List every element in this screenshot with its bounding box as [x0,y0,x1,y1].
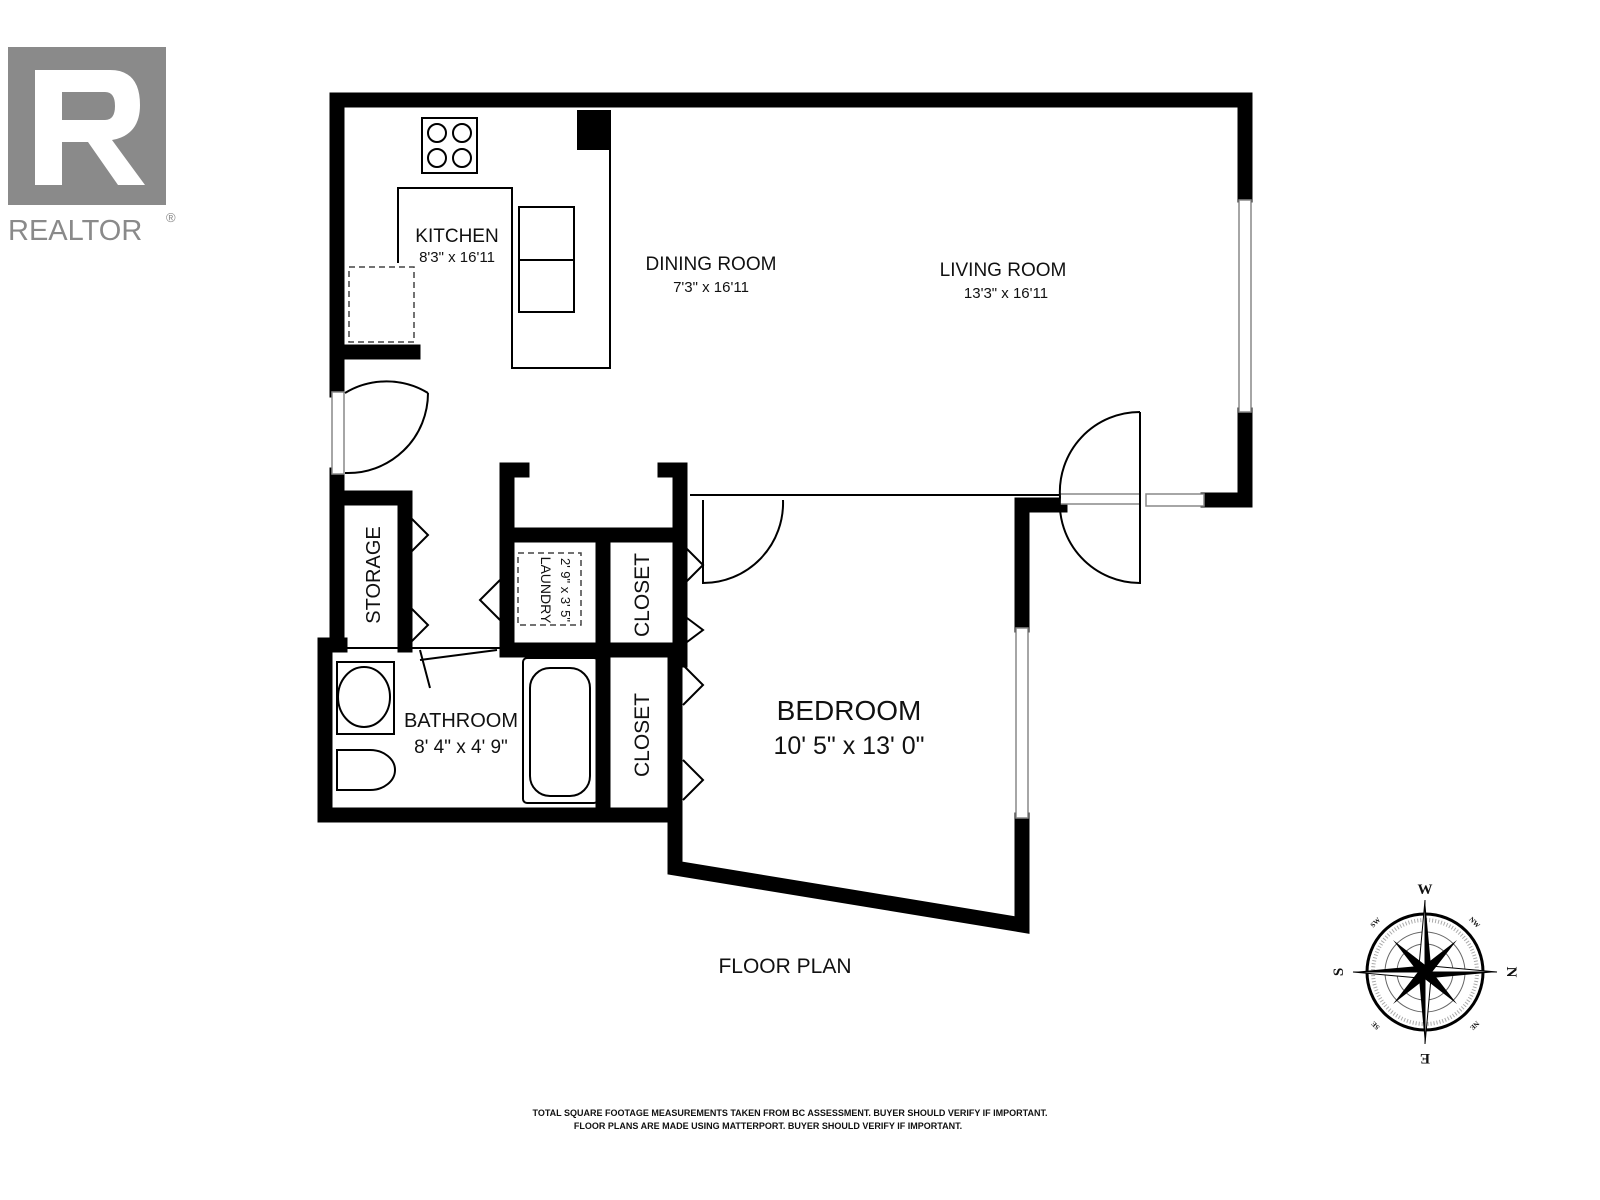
compass-nw: SW [1369,916,1382,929]
footer-note-2: FLOOR PLANS ARE MADE USING MATTERPORT. B… [574,1121,962,1131]
windows [331,199,1252,819]
dining-size: 7'3" x 16'11 [673,279,749,296]
doors[interactable] [344,380,1141,801]
footer-note-1: TOTAL SQUARE FOOTAGE MEASUREMENTS TAKEN … [532,1108,1047,1118]
bedroom-size: 10' 5" x 13' 0" [773,732,924,760]
realtor-logo: REALTOR ® [8,47,176,247]
realtor-text: REALTOR [8,215,142,247]
bathroom-size: 8' 4" x 4' 9" [414,737,508,758]
compass-ne: NW [1467,915,1481,929]
sink-basin [337,666,391,728]
fridge-outline [348,266,415,343]
kitchen-label: KITCHEN [415,226,498,247]
compass-left: S [1331,968,1347,976]
toilet-icon [336,749,396,791]
floor-plan-title: FLOOR PLAN [718,955,851,978]
laundry-size: 2' 9" x 3' 5" [558,558,573,622]
stove-icon [421,117,478,174]
closet-label-1: CLOSET [631,553,654,637]
compass-top: W [1418,882,1433,898]
registered-mark: ® [166,210,176,225]
storage-label: STORAGE [363,526,385,623]
compass-se: NE [1468,1019,1481,1032]
bathroom-label: BATHROOM [404,710,518,732]
laundry-label: LAUNDRY [538,557,554,624]
walls [317,92,1253,934]
bathtub-icon [522,657,599,804]
kitchen-size: 8'3" x 16'11 [419,249,495,266]
closet-label-2: CLOSET [631,693,654,777]
fixtures [336,117,611,804]
compass-sw: SE [1369,1019,1381,1031]
living-size: 13'3" x 16'11 [964,285,1048,302]
bedroom-label: BEDROOM [777,695,922,726]
compass-rose-icon: W N E S SW NW SE NE [1331,882,1519,1066]
compass-right: N [1503,967,1519,978]
living-label: LIVING ROOM [940,260,1067,281]
dining-label: DINING ROOM [646,254,777,275]
compass-bottom: E [1420,1050,1430,1066]
room-labels: KITCHEN 8'3" x 16'11 DINING ROOM 7'3" x … [363,226,1066,978]
